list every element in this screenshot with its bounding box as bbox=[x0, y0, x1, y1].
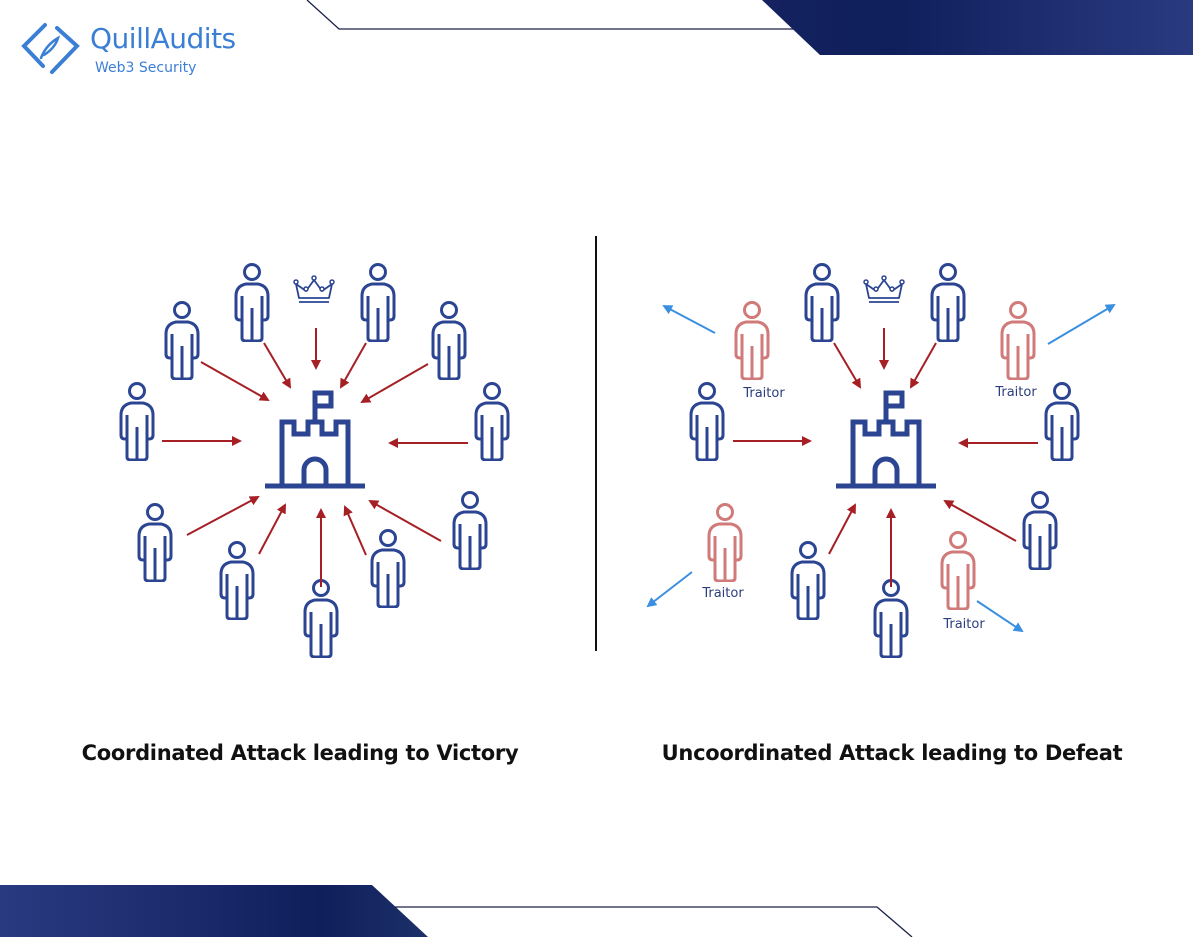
attack-arrow bbox=[910, 342, 937, 389]
attack-arrow bbox=[343, 505, 367, 556]
general-icon bbox=[1022, 491, 1058, 570]
crown-jewel bbox=[889, 286, 895, 292]
brand-name: QuillAudits bbox=[90, 22, 236, 55]
traitor-label: Traitor bbox=[943, 617, 985, 632]
retreat-arrow bbox=[1047, 303, 1116, 345]
retreat-arrow bbox=[976, 600, 1024, 633]
retreat-arrow bbox=[646, 571, 693, 608]
attack-arrow bbox=[943, 500, 1017, 542]
traitor-icon bbox=[707, 503, 743, 582]
general-icon bbox=[431, 301, 467, 380]
traitor-label: Traitor bbox=[743, 386, 785, 401]
crown-jewel bbox=[863, 279, 869, 285]
attack-arrow bbox=[828, 503, 856, 555]
general-icon bbox=[873, 579, 909, 658]
castle-icon bbox=[836, 390, 936, 489]
general-icon bbox=[689, 382, 725, 461]
attack-arrow bbox=[340, 342, 367, 389]
crown-icon bbox=[295, 279, 333, 303]
general-icon bbox=[804, 263, 840, 342]
crown-jewel bbox=[873, 286, 879, 292]
attack-arrow bbox=[368, 500, 442, 542]
right-caption: Uncoordinated Attack leading to Defeat bbox=[661, 741, 1123, 765]
crown-jewel bbox=[311, 275, 317, 281]
traitor-icon bbox=[1000, 301, 1036, 380]
top-banner bbox=[762, 0, 1193, 55]
brand-tagline: Web3 Security bbox=[95, 60, 197, 76]
attack-arrow bbox=[186, 496, 260, 536]
crown-jewel bbox=[303, 286, 309, 292]
general-icon bbox=[219, 541, 255, 620]
left-caption: Coordinated Attack leading to Victory bbox=[81, 741, 519, 765]
general-icon bbox=[234, 263, 270, 342]
general-icon bbox=[119, 382, 155, 461]
general-icon bbox=[137, 503, 173, 582]
general-icon bbox=[1044, 382, 1080, 461]
crown-jewel bbox=[293, 279, 299, 285]
crown-jewel bbox=[881, 275, 887, 281]
traitor-label: Traitor bbox=[995, 385, 1037, 400]
general-icon bbox=[474, 382, 510, 461]
quillaudits-logo-icon bbox=[21, 23, 80, 74]
bottom-decor-line bbox=[395, 906, 913, 937]
general-icon bbox=[164, 301, 200, 380]
general-icon bbox=[930, 263, 966, 342]
traitor-icon bbox=[734, 301, 770, 380]
general-icon bbox=[370, 529, 406, 608]
castle-icon bbox=[265, 390, 365, 489]
attack-arrow bbox=[258, 503, 286, 555]
bottom-banner bbox=[0, 885, 428, 937]
crown-jewel bbox=[899, 279, 905, 285]
retreat-arrow bbox=[662, 305, 716, 334]
crown-jewel bbox=[329, 279, 335, 285]
top-decor-line bbox=[306, 0, 800, 30]
crown-jewel bbox=[319, 286, 325, 292]
attack-arrow bbox=[200, 361, 270, 401]
attack-arrow bbox=[833, 342, 862, 389]
general-icon bbox=[452, 491, 488, 570]
attack-arrow bbox=[263, 342, 292, 389]
traitor-label: Traitor bbox=[702, 586, 744, 601]
crown-icon bbox=[865, 279, 903, 303]
traitor-icon bbox=[940, 531, 976, 610]
general-icon bbox=[360, 263, 396, 342]
attack-arrow bbox=[360, 363, 429, 403]
general-icon bbox=[790, 541, 826, 620]
general-icon bbox=[303, 579, 339, 658]
